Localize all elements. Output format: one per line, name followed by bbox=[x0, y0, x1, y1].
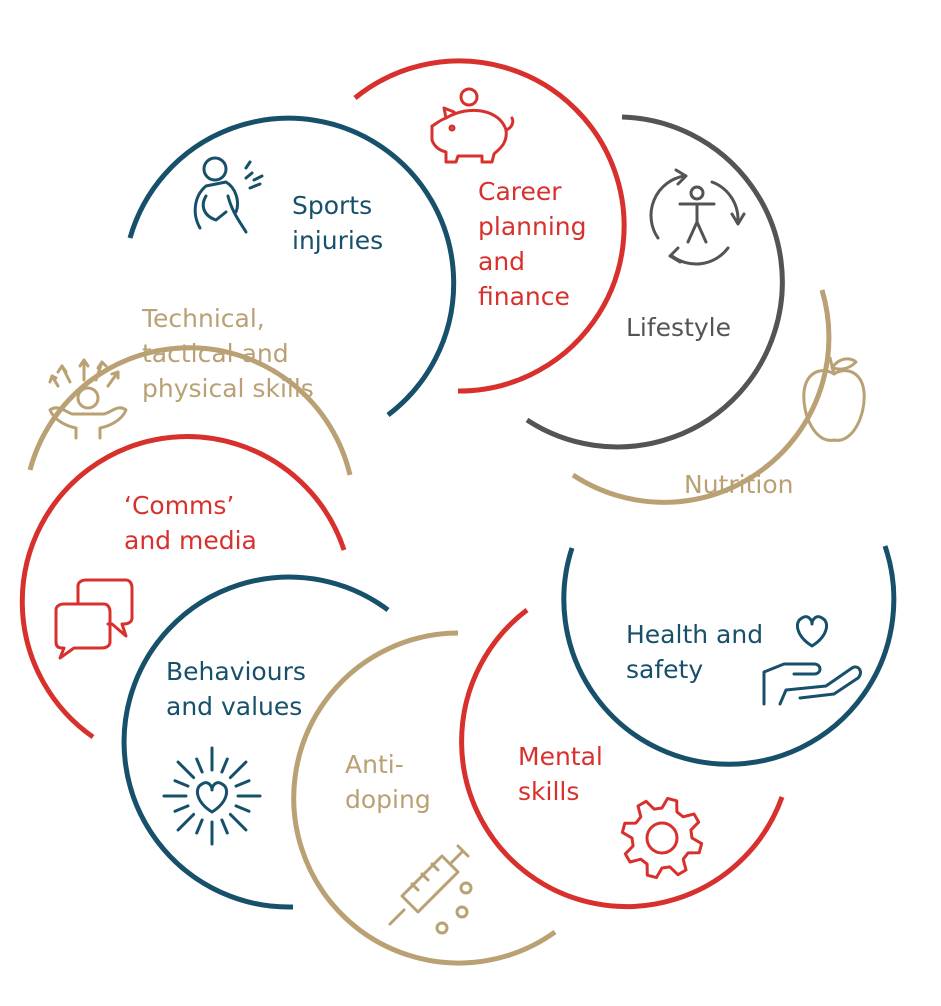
anti-doping-label-line: doping bbox=[345, 785, 431, 814]
sports-injuries-label-line: Sports bbox=[292, 191, 372, 220]
sports-injuries-arc bbox=[127, 115, 457, 417]
heart-ray bbox=[228, 760, 248, 780]
comms-media-label-line: ‘Comms’ bbox=[124, 491, 234, 520]
sports-injuries-label: Sports injuries bbox=[292, 191, 383, 255]
technical-skills-arc bbox=[27, 345, 353, 476]
heart-ray bbox=[195, 757, 204, 774]
lifestyle-label-line: Lifestyle bbox=[626, 313, 731, 342]
nutrition-label-line: Nutrition bbox=[684, 470, 793, 499]
behaviours-values-arc bbox=[121, 574, 390, 910]
apple-icon bbox=[802, 356, 866, 442]
heart-ray bbox=[234, 804, 251, 813]
behaviours-values-label-line: Behaviours bbox=[166, 657, 306, 686]
heart-ray bbox=[220, 757, 229, 774]
comms-media-label: ‘Comms’ and media bbox=[124, 491, 257, 555]
technical-skills-label-line: tactical and bbox=[142, 339, 289, 368]
technical-skills-label: Technical, tactical and physical skills bbox=[141, 304, 314, 403]
heart-ray bbox=[195, 818, 204, 835]
lifestyle-arc bbox=[525, 114, 785, 450]
anti-doping-label-line: Anti- bbox=[345, 750, 404, 779]
career-planning-arc bbox=[353, 58, 627, 394]
career-planning-label: Career planning and finance bbox=[478, 177, 586, 311]
mental-skills-arc bbox=[459, 608, 785, 910]
speech-bubbles-icon bbox=[54, 578, 134, 660]
comms-media-arc bbox=[19, 434, 347, 740]
technical-skills-label-line: Technical, bbox=[141, 304, 265, 333]
health-safety-arc bbox=[561, 545, 897, 767]
mental-skills-label-line: skills bbox=[518, 777, 579, 806]
career-planning-label-line: planning bbox=[478, 212, 586, 241]
career-planning-label-line: Career bbox=[478, 177, 562, 206]
nutrition-arc bbox=[571, 289, 832, 505]
career-planning-label-line: finance bbox=[478, 282, 570, 311]
heart-ray bbox=[173, 804, 190, 813]
nutrition-label: Nutrition bbox=[684, 470, 793, 499]
person-arrows-icon bbox=[48, 358, 128, 440]
gear-icon bbox=[620, 796, 704, 880]
piggy-bank-icon bbox=[430, 87, 515, 164]
heart-ray bbox=[173, 779, 190, 788]
heart-ray bbox=[176, 812, 196, 832]
technical-skills-label-line: physical skills bbox=[142, 374, 314, 403]
heart-ray bbox=[234, 779, 251, 788]
behaviours-values-label: Behaviours and values bbox=[166, 657, 306, 721]
injured-person-icon bbox=[193, 156, 264, 234]
sports-injuries-label-line: injuries bbox=[292, 226, 383, 255]
lifestyle-cycle-icon bbox=[649, 168, 746, 266]
comms-media-label-line: and media bbox=[124, 526, 257, 555]
lifestyle-label: Lifestyle bbox=[626, 313, 731, 342]
mental-skills-label-line: Mental bbox=[518, 742, 603, 771]
health-safety-label: Health and safety bbox=[626, 620, 763, 684]
health-safety-label-line: Health and bbox=[626, 620, 763, 649]
heart-ray bbox=[228, 812, 248, 832]
syringe-pills-icon bbox=[388, 844, 473, 935]
heart-ray bbox=[176, 760, 196, 780]
heart-ray bbox=[220, 818, 229, 835]
anti-doping-label: Anti-doping bbox=[345, 750, 431, 814]
career-planning-label-line: and bbox=[478, 247, 525, 276]
behaviours-values-label-line: and values bbox=[166, 692, 302, 721]
heart-hand-icon bbox=[762, 615, 862, 706]
health-safety-label-line: safety bbox=[626, 655, 703, 684]
radiant-heart-icon bbox=[162, 746, 262, 846]
anti-doping-arc bbox=[291, 630, 557, 966]
mental-skills-label: Mental skills bbox=[518, 742, 603, 806]
